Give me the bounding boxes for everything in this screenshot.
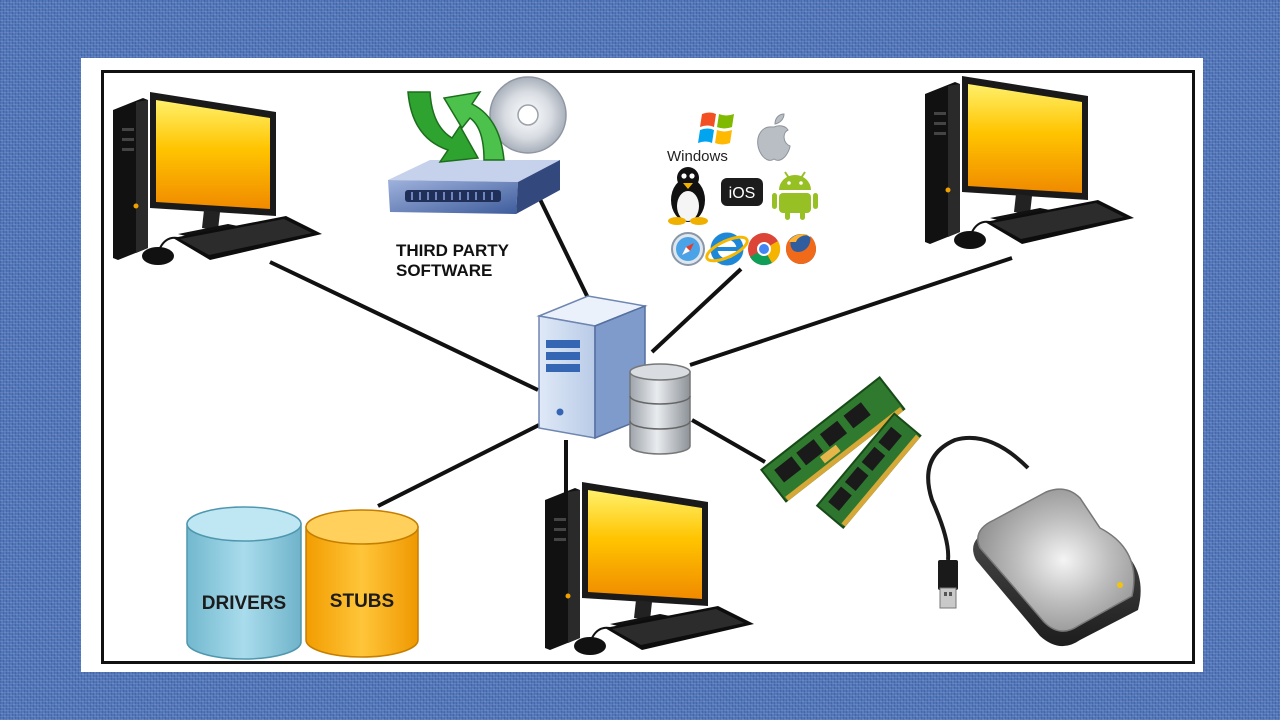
database-icon bbox=[629, 363, 691, 455]
drivers-database-icon bbox=[186, 506, 302, 660]
ios-icon: iOS bbox=[721, 178, 763, 206]
safari-icon bbox=[671, 232, 705, 266]
third-party-software-icon bbox=[388, 76, 567, 214]
desktop-computer-icon bbox=[924, 75, 1135, 250]
desktop-computer-icon bbox=[544, 481, 755, 656]
internet-explorer-icon bbox=[705, 232, 749, 266]
firefox-icon bbox=[786, 234, 816, 264]
external-hard-drive-icon bbox=[926, 435, 1141, 647]
connection-lines bbox=[269, 186, 1013, 508]
stubs-label: STUBS bbox=[330, 591, 394, 612]
stubs-database-icon bbox=[305, 509, 419, 658]
third-party-label-line2: SOFTWARE bbox=[396, 261, 492, 280]
ram-module-icon bbox=[759, 376, 922, 529]
server-tower-icon bbox=[536, 295, 648, 440]
linux-tux-icon bbox=[668, 167, 708, 225]
desktop-computer-icon bbox=[112, 91, 323, 266]
third-party-label-line1: THIRD PARTY bbox=[396, 241, 510, 260]
diagram-frame bbox=[101, 70, 1195, 664]
ios-label: iOS bbox=[729, 185, 756, 202]
chrome-icon bbox=[748, 233, 781, 266]
windows-logo-icon bbox=[698, 112, 734, 145]
apple-logo-icon bbox=[757, 113, 791, 161]
android-icon bbox=[772, 171, 818, 220]
windows-label: Windows bbox=[667, 148, 728, 165]
drivers-label: DRIVERS bbox=[202, 593, 286, 614]
